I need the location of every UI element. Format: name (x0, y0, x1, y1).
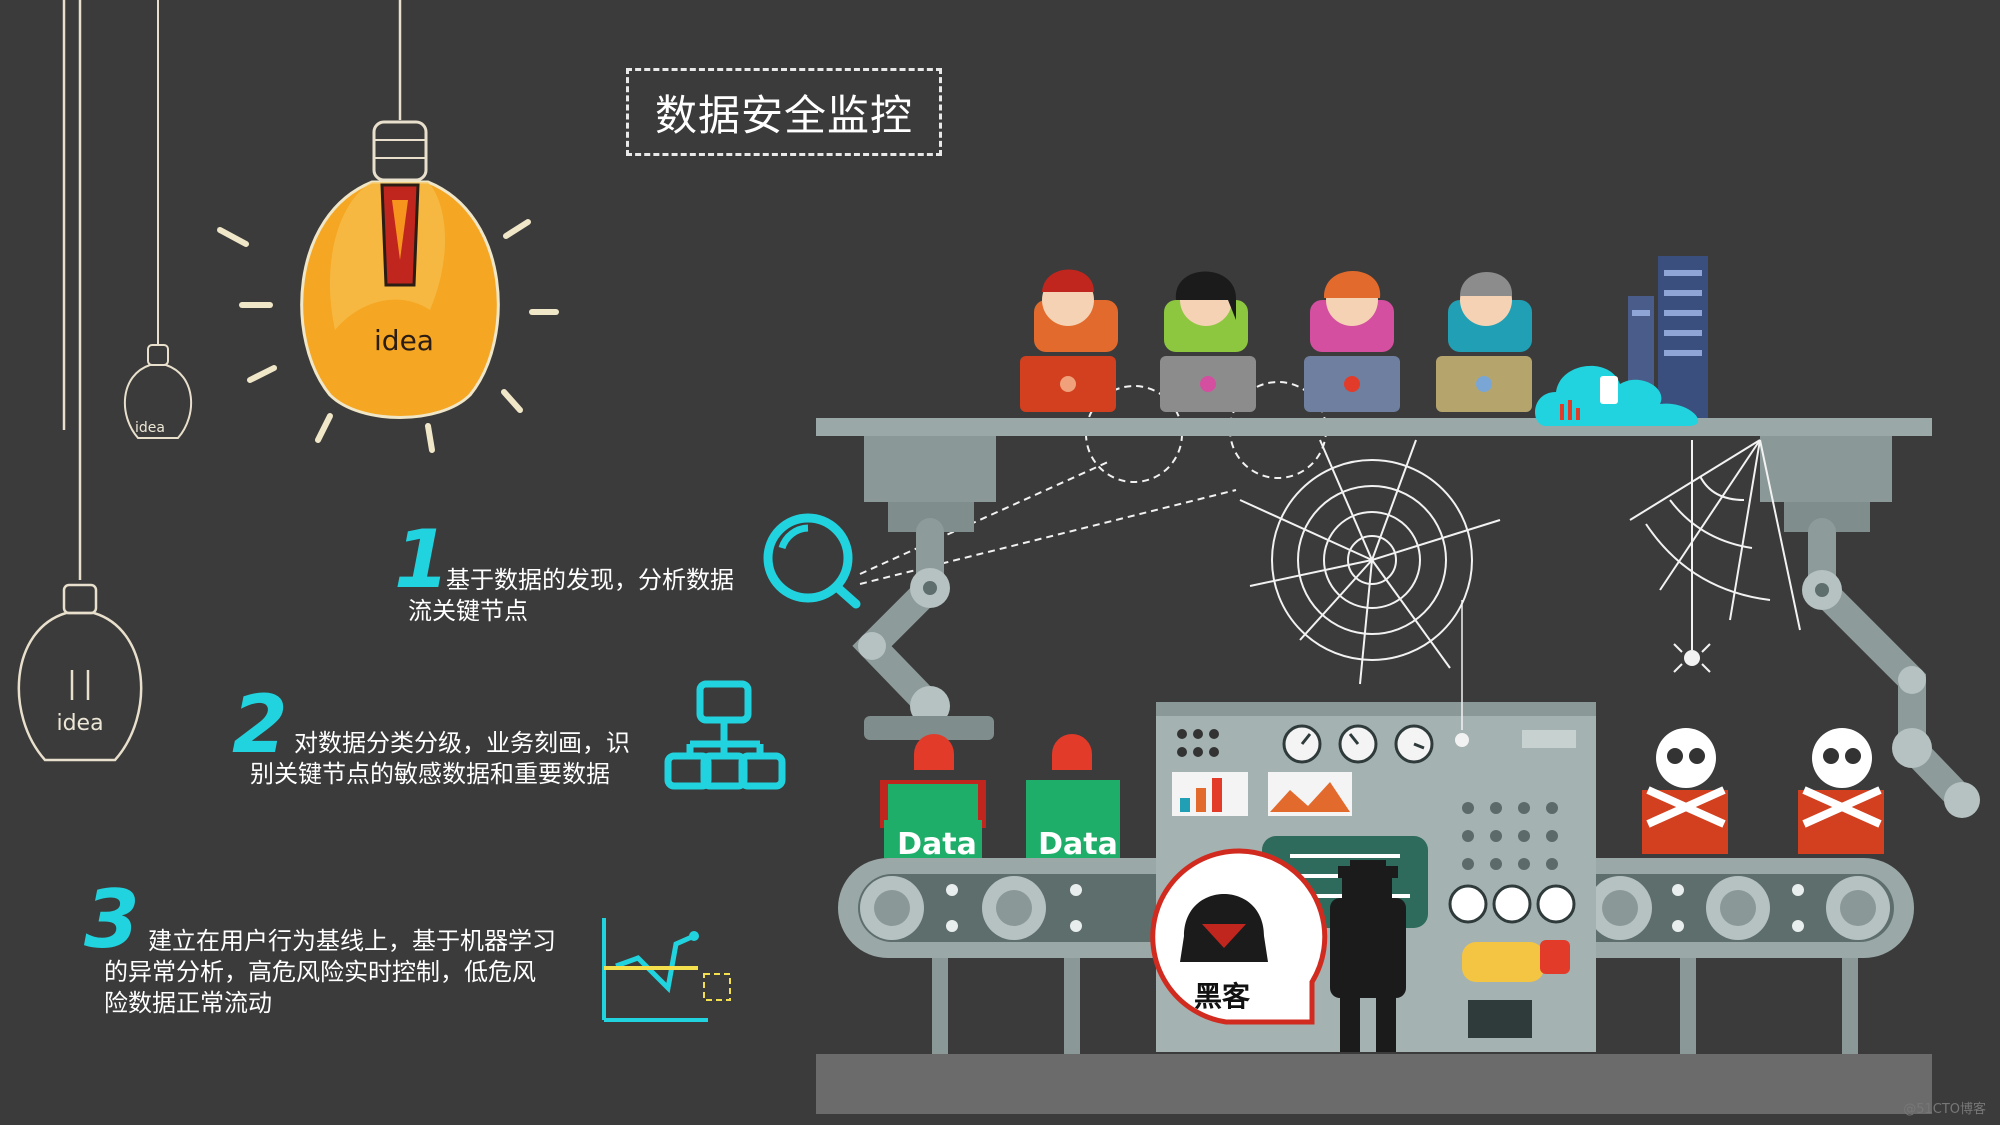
spider-web-corner-icon (1629, 439, 1801, 650)
small-bulb-icon (123, 0, 193, 439)
user-1-icon (1020, 269, 1118, 412)
step-1-line-2: 流关键节点 (408, 597, 528, 625)
data-box-left (880, 734, 986, 858)
step-2-text: 对数据分类分级，业务刻画，识 别关键节点的敏感数据和重要数据 (250, 728, 630, 790)
step-3-text: 建立在用户行为基线上，基于机器学习 的异常分析，高危风险实时控制，低危风 险数据… (104, 926, 556, 1019)
step-2-line-2: 别关键节点的敏感数据和重要数据 (250, 760, 610, 788)
step-2-number: 2 (232, 678, 288, 771)
spy-icon (1330, 860, 1406, 1052)
bulb-label-big: idea (374, 324, 434, 357)
skull-box-icon-right (1798, 728, 1884, 854)
step-1-text: 基于数据的发现，分析数据 流关键节点 (408, 565, 734, 627)
data-box-right (1026, 734, 1120, 858)
idea-bulb-icon (217, 0, 559, 453)
spider-small-icon (1455, 600, 1469, 747)
data-label-left: Data (897, 827, 977, 862)
step-3-line-2: 的异常分析，高危风险实时控制，低危风 (104, 958, 536, 986)
step-3-number: 3 (84, 873, 140, 966)
magnifier-icon (763, 513, 861, 609)
hacker-label: 黑客 (1194, 980, 1251, 1013)
spider-web-icon (1239, 439, 1501, 685)
user-3-icon (1304, 271, 1400, 412)
step-3-line-1: 建立在用户行为基线上，基于机器学习 (148, 927, 556, 955)
org-chart-icon (664, 680, 786, 790)
user-4-icon (1436, 272, 1532, 412)
spider-icon (1673, 643, 1711, 673)
step-3-line-3: 险数据正常流动 (104, 989, 272, 1017)
skull-box-icon-left (1642, 728, 1728, 854)
bulb-label-small: idea (135, 420, 165, 436)
step-2-line-1: 对数据分类分级，业务刻画，识 (294, 729, 630, 757)
cloud-server-icon (1535, 256, 1708, 426)
step-1-number: 1 (394, 513, 450, 606)
step-1-line-1: 基于数据的发现，分析数据 (446, 566, 734, 594)
bulb-label-left: idea (56, 711, 103, 736)
watermark: @51CTO博客 (1903, 1102, 1986, 1117)
data-label-right: Data (1038, 827, 1118, 862)
trend-chart-icon (602, 918, 731, 1022)
machine (816, 418, 1980, 1114)
page-title: 数据安全监控 (626, 68, 942, 156)
left-bulb-icon (17, 0, 143, 762)
hacker-badge (1150, 848, 1328, 1025)
user-2-icon (1160, 271, 1256, 412)
